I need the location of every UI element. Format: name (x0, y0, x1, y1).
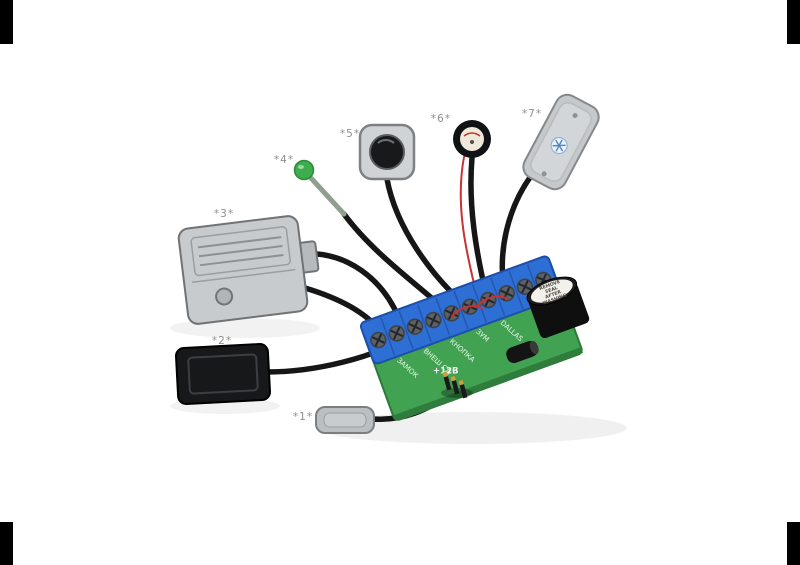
label-6: *6* (431, 113, 451, 125)
exit-button-ring (369, 134, 405, 170)
small-capacitor (506, 340, 539, 364)
lock-cylinder (215, 287, 234, 306)
lock-divider (192, 268, 296, 284)
lock-plate (190, 226, 291, 277)
sticker-line-2: SEAL (544, 285, 558, 295)
label-2: *2* (212, 335, 232, 347)
reader (522, 93, 600, 191)
reader-logo (550, 136, 568, 155)
red-jumper-wire-3 (451, 305, 483, 317)
reader-led (572, 113, 578, 119)
electric-lock (177, 215, 320, 325)
label-4: *4* (274, 154, 294, 166)
led-probe (293, 159, 347, 217)
led-probe-stem (307, 174, 347, 217)
corner-mark (0, 522, 13, 565)
led-probe-highlight (298, 165, 304, 169)
corner-mark (0, 0, 13, 44)
label-7: *7* (522, 108, 542, 120)
label-5: *5* (340, 128, 360, 140)
red-wires-top (451, 295, 507, 317)
contact-pad (315, 406, 375, 434)
corner-mark (787, 0, 800, 44)
buzzer-marking (463, 132, 481, 137)
exit-button (358, 123, 416, 181)
capacitor: REMOVE SEAL AFTER WASHING (526, 276, 590, 339)
reader-screw (541, 171, 547, 177)
label-1: *1* (293, 411, 313, 423)
power-box-body (175, 343, 271, 405)
power-label: +12В (433, 366, 458, 376)
contact-pad-inner (323, 412, 367, 428)
corner-mark (787, 522, 800, 565)
lock-louvers (197, 236, 284, 267)
red-jumper-wire-4 (477, 295, 507, 306)
exit-button-highlight (377, 139, 395, 144)
capacitor-sticker (530, 279, 573, 303)
buzzer (453, 120, 491, 158)
pcb-edge (393, 347, 584, 422)
power-box-panel (187, 353, 259, 395)
buzzer-label (460, 127, 484, 151)
label-3: *3* (214, 208, 234, 220)
power-box (175, 343, 271, 405)
jumper-pins (441, 371, 473, 399)
buzzer-hole (470, 140, 474, 144)
led-probe-head (293, 159, 315, 181)
sticker-line-3: AFTER (544, 289, 562, 300)
callout-labels: *1* *2* *3* *4* *5* *6* *7* (212, 108, 542, 423)
